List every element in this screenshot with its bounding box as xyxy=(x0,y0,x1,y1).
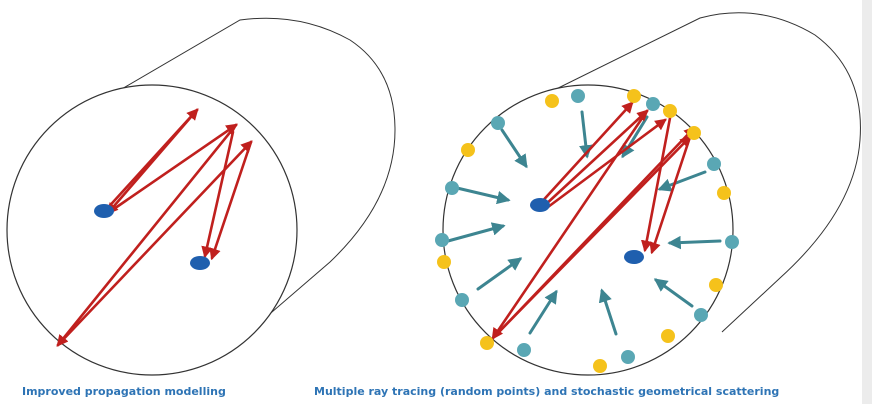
scatter-point xyxy=(663,104,677,118)
receiver-node xyxy=(190,256,210,270)
ray xyxy=(640,116,672,253)
scatter-arrow xyxy=(598,288,618,336)
scatter-point xyxy=(661,329,675,343)
left-ray xyxy=(56,140,253,347)
ray xyxy=(649,135,692,255)
scatter-arrow xyxy=(446,222,506,243)
ray xyxy=(542,109,649,208)
scatter-arrow xyxy=(500,128,528,169)
ray-paths xyxy=(491,101,696,340)
scrollbar[interactable] xyxy=(862,0,872,404)
ray xyxy=(536,101,634,208)
left-ray xyxy=(201,130,235,259)
receiver-node xyxy=(624,250,644,264)
scatter-point xyxy=(687,126,701,140)
scatter-point xyxy=(517,343,531,357)
left-ray xyxy=(106,108,199,215)
ray xyxy=(546,118,667,209)
scatter-point xyxy=(709,278,723,292)
caption-improved-propagation: Improved propagation modelling xyxy=(22,385,226,398)
scatter-point xyxy=(571,89,585,103)
scatter-point xyxy=(491,116,505,130)
left-ray-paths xyxy=(56,108,253,347)
scatter-points xyxy=(435,89,739,373)
transmitter-node xyxy=(94,204,114,218)
scatter-point xyxy=(707,157,721,171)
scatter-point xyxy=(717,186,731,200)
scatter-arrow xyxy=(579,110,593,159)
left-tunnel xyxy=(6,17,396,376)
scatter-arrow xyxy=(653,278,694,308)
right-tunnel-outline xyxy=(533,12,861,333)
right-tunnel xyxy=(435,12,861,376)
ray xyxy=(491,109,649,340)
left-ray xyxy=(56,123,238,347)
scatter-point xyxy=(461,143,475,157)
scatter-arrow xyxy=(455,186,511,205)
scatter-point xyxy=(694,308,708,322)
left-tunnel-outline xyxy=(95,17,396,338)
caption-multiple-ray-tracing: Multiple ray tracing (random points) and… xyxy=(314,385,780,398)
scatter-point xyxy=(455,293,469,307)
transmitter-node xyxy=(530,198,550,212)
left-ray xyxy=(106,123,238,215)
scatter-point xyxy=(646,97,660,111)
scatter-arrow xyxy=(657,170,707,192)
scatter-point xyxy=(445,181,459,195)
scatter-point xyxy=(593,359,607,373)
scatter-arrow xyxy=(476,257,523,291)
left-ray xyxy=(209,140,253,261)
scatter-point xyxy=(480,336,494,350)
scatter-arrow xyxy=(528,289,558,335)
scatter-point xyxy=(627,89,641,103)
scatter-arrow xyxy=(667,235,722,250)
scatter-point xyxy=(545,94,559,108)
scatter-point xyxy=(621,350,635,364)
scatter-point xyxy=(725,235,739,249)
scatter-point xyxy=(437,255,451,269)
scatter-point xyxy=(435,233,449,247)
